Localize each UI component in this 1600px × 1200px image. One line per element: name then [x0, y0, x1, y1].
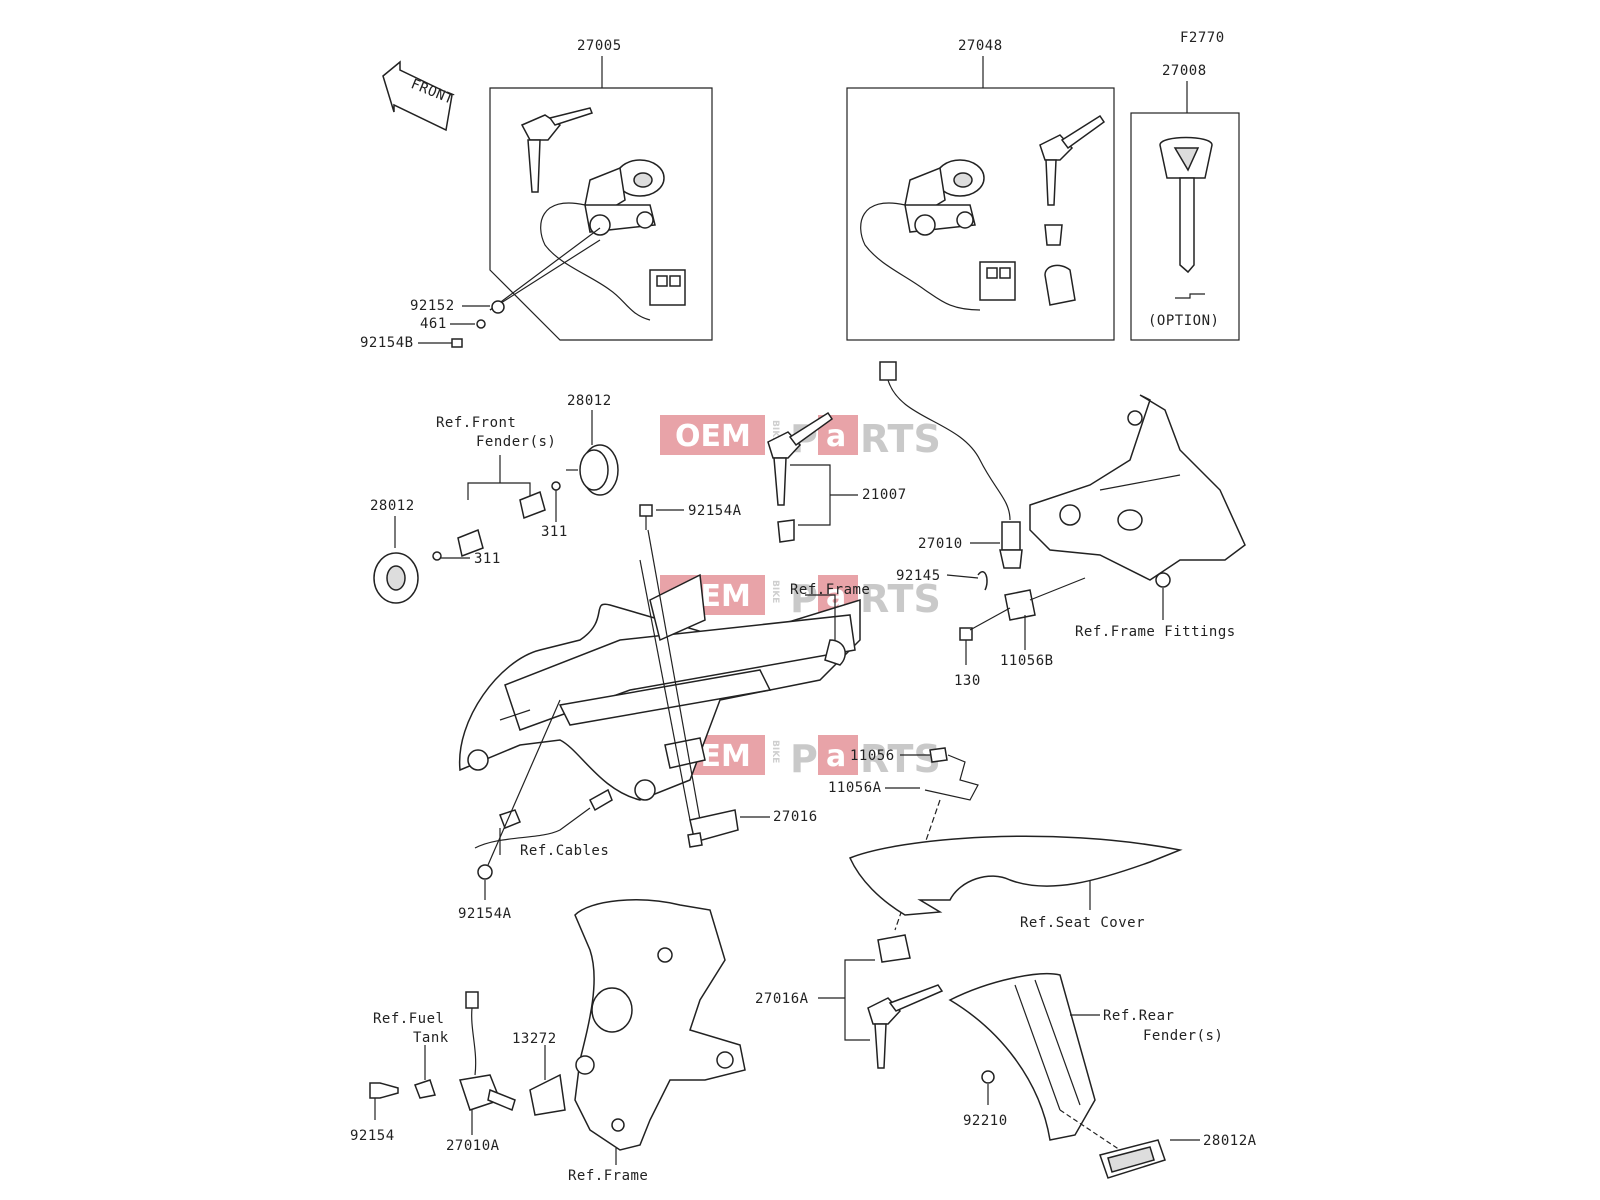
watermark-text: RTS	[860, 577, 941, 621]
label-311-b[interactable]: 311	[474, 551, 501, 567]
reflector-icon	[1099, 1139, 1166, 1179]
assembly-27008: 27008 (OPTION)	[1130, 63, 1240, 341]
rear-fender-icon	[948, 972, 1096, 1141]
ref-front-fender-label-2[interactable]: Fender(s)	[476, 434, 556, 450]
ref-rear-fender-label-2[interactable]: Fender(s)	[1143, 1028, 1223, 1044]
label-13272[interactable]: 13272	[512, 1031, 557, 1047]
label-11056[interactable]: 11056	[850, 748, 895, 764]
label-27005[interactable]: 27005	[577, 38, 622, 54]
label-28012-top[interactable]: 28012	[567, 393, 612, 409]
lock-cylinder-icon	[1044, 224, 1063, 246]
ref-fuel-tank-label-2[interactable]: Tank	[413, 1030, 449, 1046]
cable-icon	[474, 788, 613, 849]
label-92210[interactable]: 92210	[963, 1113, 1008, 1129]
ref-rear-fender-label[interactable]: Ref.Rear	[1103, 1008, 1174, 1024]
ref-frame-fittings-label[interactable]: Ref.Frame Fittings	[1075, 624, 1236, 640]
reflector-icon	[373, 552, 419, 604]
bolt-icon	[959, 627, 973, 641]
label-92154A-bottom[interactable]: 92154A	[458, 906, 512, 922]
label-130[interactable]: 130	[954, 673, 981, 689]
nut-icon	[551, 481, 561, 491]
clip-icon	[977, 570, 988, 591]
key-icon	[520, 107, 593, 193]
label-27010A[interactable]: 27010A	[446, 1138, 500, 1154]
label-27016[interactable]: 27016	[773, 809, 818, 825]
label-92154B[interactable]: 92154B	[360, 335, 414, 351]
watermark-text: P	[790, 737, 818, 781]
key-icon	[1039, 114, 1106, 206]
assembly-27005: 27005	[489, 38, 713, 341]
nut-icon	[981, 1070, 995, 1084]
key-icon	[767, 411, 834, 506]
label-11056B[interactable]: 11056B	[1000, 653, 1054, 669]
bracket-icon	[924, 754, 979, 801]
watermark-1: OEM BIKE P a RTS	[660, 415, 941, 461]
watermark-text: a	[826, 419, 846, 454]
spacer-icon	[519, 490, 546, 520]
nut-icon	[432, 551, 442, 561]
spacer-icon	[457, 528, 484, 558]
label-92154A-top[interactable]: 92154A	[688, 503, 742, 519]
label-28012-left[interactable]: 28012	[370, 498, 415, 514]
frame-icon	[458, 573, 861, 801]
bolt-icon	[639, 504, 653, 517]
bracket-icon	[1004, 589, 1036, 621]
label-11056A[interactable]: 11056A	[828, 780, 882, 796]
ref-frame-bottom-label[interactable]: Ref.Frame	[568, 1168, 648, 1184]
ref-seat-cover-label[interactable]: Ref.Seat Cover	[1020, 915, 1145, 931]
label-21007[interactable]: 21007	[862, 487, 907, 503]
watermark-vertical: BIKE	[770, 580, 780, 603]
sidestand-switch-icon	[459, 991, 516, 1112]
option-label: (OPTION)	[1148, 313, 1219, 329]
lock-cap-icon	[1044, 264, 1076, 306]
watermark-text: RTS	[860, 417, 941, 461]
key-blank-icon	[1159, 136, 1213, 299]
reflector-icon	[566, 444, 619, 496]
watermark-vertical: BIKE	[770, 420, 780, 443]
connector-icon	[979, 261, 1016, 301]
label-311-a[interactable]: 311	[541, 524, 568, 540]
label-27008[interactable]: 27008	[1162, 63, 1207, 79]
frame-bracket-icon	[574, 899, 746, 1151]
label-92145[interactable]: 92145	[896, 568, 941, 584]
seat-switch-icon	[879, 361, 1023, 569]
label-28012A[interactable]: 28012A	[1203, 1133, 1257, 1149]
label-27010[interactable]: 27010	[918, 536, 963, 552]
clip-icon	[929, 747, 948, 763]
key-icon	[867, 984, 944, 1069]
ignition-switch-icon	[584, 159, 665, 236]
label-461[interactable]: 461	[420, 316, 447, 332]
ref-front-fender-label[interactable]: Ref.Front	[436, 415, 516, 431]
label-92154[interactable]: 92154	[350, 1128, 395, 1144]
lock-cylinder-icon	[687, 832, 703, 848]
lock-bracket-icon	[877, 934, 911, 963]
nut-icon	[491, 300, 505, 314]
bush-icon	[414, 1079, 436, 1099]
ref-cables-label[interactable]: Ref.Cables	[520, 843, 609, 859]
ignition-switch-icon	[904, 159, 985, 236]
bolt-icon	[369, 1082, 399, 1099]
watermark-vertical: BIKE	[770, 740, 780, 763]
ref-frame-top-label[interactable]: Ref.Frame	[790, 582, 870, 598]
front-arrow-icon: FRONT	[382, 60, 456, 132]
plate-icon	[529, 1073, 566, 1116]
watermark-text: a	[826, 739, 846, 774]
ref-fuel-tank-label[interactable]: Ref.Fuel	[373, 1011, 444, 1027]
seat-cover-icon	[848, 835, 1183, 916]
label-27016A[interactable]: 27016A	[755, 991, 809, 1007]
watermark-text: OEM	[675, 419, 751, 454]
bolt-icon	[451, 338, 463, 348]
connector-icon	[649, 269, 686, 306]
figure-code: F2770	[1180, 30, 1225, 46]
nut-icon	[477, 864, 493, 880]
lock-cylinder-icon	[777, 519, 795, 543]
assembly-27048: 27048	[846, 38, 1115, 341]
label-27048[interactable]: 27048	[958, 38, 1003, 54]
label-92152[interactable]: 92152	[410, 298, 455, 314]
washer-icon	[476, 319, 486, 329]
watermark-text: RTS	[860, 737, 941, 781]
frame-fittings-icon	[1029, 394, 1246, 588]
